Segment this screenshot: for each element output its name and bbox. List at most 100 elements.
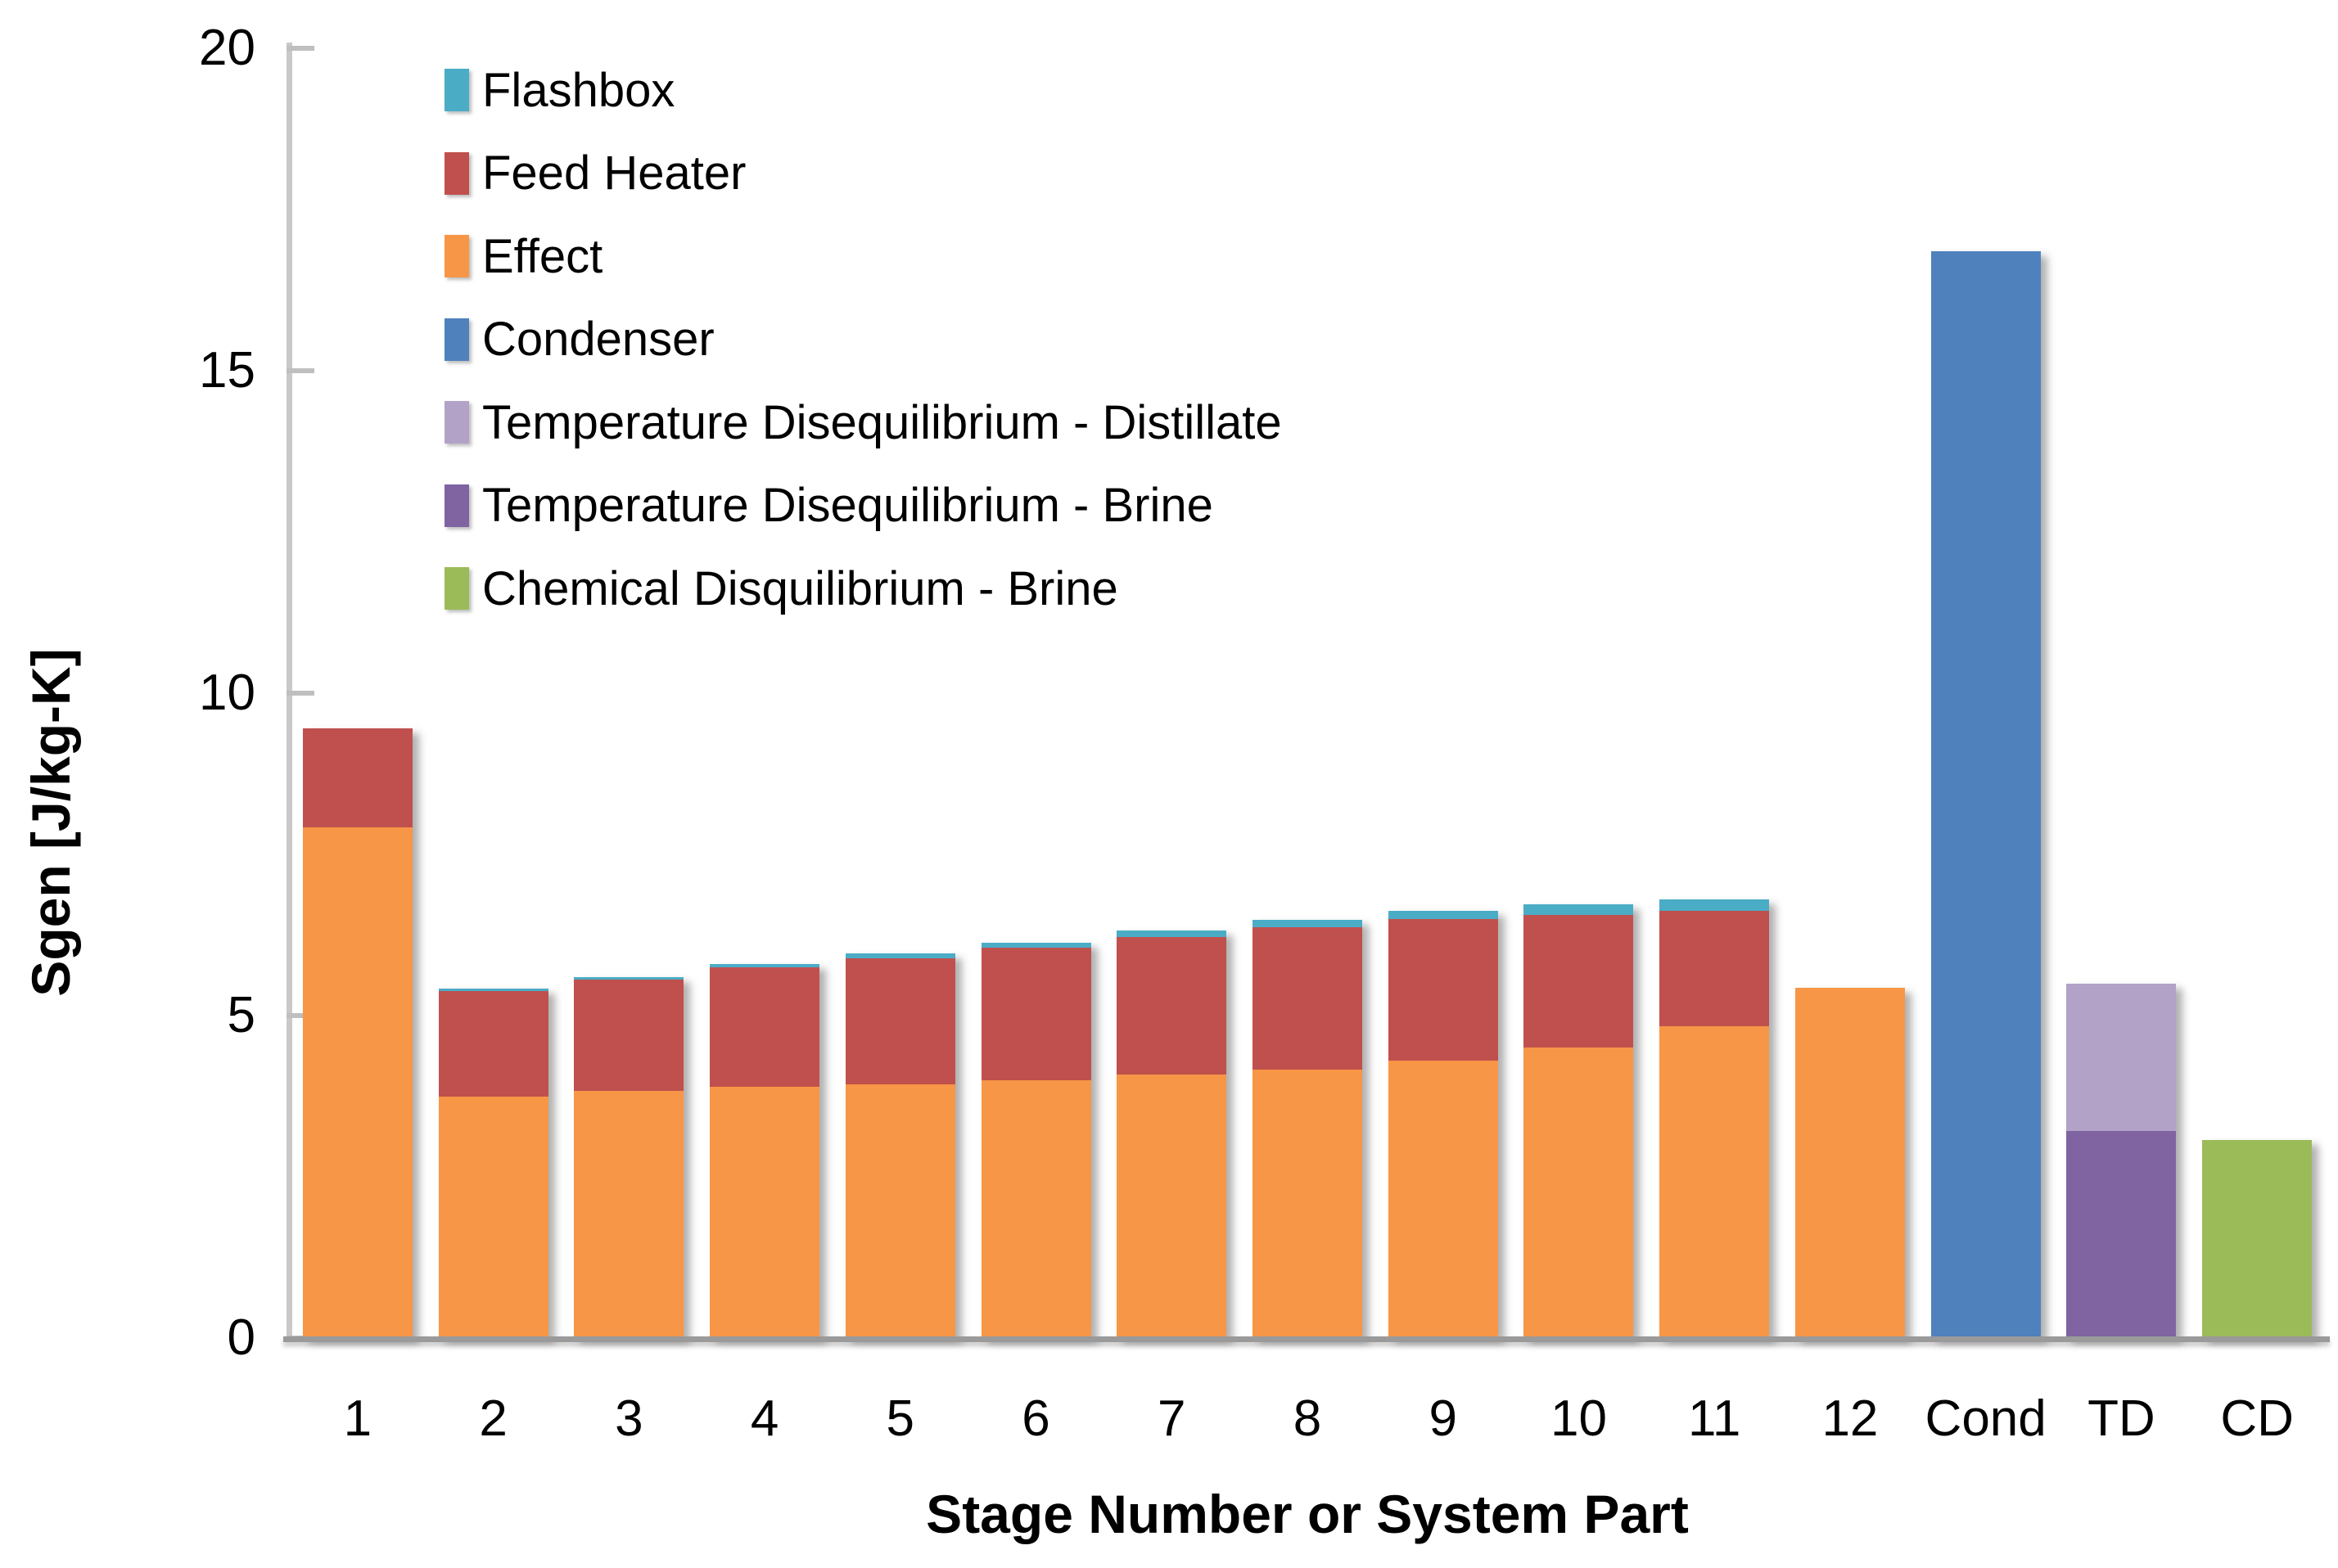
bar-segment-feed-heater [981, 948, 1091, 1080]
legend-item: Condenser [445, 313, 715, 366]
x-tick-label-TD: TD [2088, 1390, 2155, 1447]
legend-item: Temperature Disequilibrium - Distillate [445, 395, 1282, 449]
legend-label: Effect [482, 229, 603, 283]
legend-label: Temperature Disequilibrium - Brine [482, 479, 1213, 532]
legend-label: Chemical Disquilibrium - Brine [482, 561, 1118, 615]
bar-Cond [1930, 251, 2041, 1338]
y-tick-label: 10 [199, 665, 255, 721]
bar-segment-flashbox [1659, 899, 1770, 912]
x-tick-label-6: 6 [1022, 1390, 1050, 1447]
bar-segment-feed-heater [438, 991, 548, 1097]
bar-12 [1794, 988, 1905, 1338]
legend-item: Feed Heater [445, 146, 747, 200]
legend-swatch-icon [445, 484, 469, 527]
legend-swatch-icon [445, 235, 469, 277]
bar-segment-effect [981, 1079, 1091, 1338]
bar-segment-flashbox [1117, 930, 1227, 937]
x-tick-label-Cond: Cond [1925, 1390, 2047, 1447]
bar-9 [1388, 910, 1498, 1338]
legend-item: Effect [445, 229, 603, 283]
bar-7 [1117, 930, 1227, 1338]
legend-item: Chemical Disquilibrium - Brine [445, 562, 1118, 615]
bar-segment-chemical-disquilibrium-brine [2202, 1140, 2313, 1338]
bar-10 [1523, 903, 1634, 1338]
y-axis-title: Sgen [J/kg-K] [20, 648, 81, 997]
legend-item: Flashbox [445, 63, 675, 117]
bar-segment-feed-heater [1252, 927, 1362, 1070]
bar-TD [2066, 984, 2177, 1338]
legend-swatch-icon [445, 567, 469, 610]
legend-swatch-icon [445, 318, 469, 361]
y-tick-mark [287, 368, 314, 373]
bar-segment-feed-heater [1659, 911, 1770, 1027]
x-tick-label-7: 7 [1158, 1390, 1186, 1447]
bar-4 [710, 963, 820, 1338]
legend-swatch-icon [445, 401, 469, 444]
bar-segment-flashbox [438, 988, 548, 992]
bar-segment-flashbox [981, 942, 1091, 948]
x-tick-label-3: 3 [615, 1390, 643, 1447]
x-tick-label-8: 8 [1293, 1390, 1322, 1447]
bar-segment-flashbox [1388, 910, 1498, 919]
bar-segment-feed-heater [574, 979, 684, 1092]
bar-segment-temperature-disequilibrium-distillate [2066, 984, 2177, 1132]
legend-item: Temperature Disequilibrium - Brine [445, 479, 1213, 532]
legend-label: Feed Heater [482, 146, 747, 200]
bar-segment-effect [845, 1084, 955, 1338]
x-tick-label-CD: CD [2220, 1390, 2294, 1447]
bar-segment-effect [1794, 988, 1905, 1338]
bar-segment-flashbox [1252, 920, 1362, 928]
x-tick-label-11: 11 [1688, 1390, 1741, 1447]
legend-label: Condenser [482, 313, 715, 366]
y-tick-label: 0 [227, 1309, 255, 1366]
bar-5 [845, 953, 955, 1338]
x-tick-label-2: 2 [479, 1390, 508, 1447]
x-tick-label-1: 1 [343, 1390, 372, 1447]
x-tick-label-4: 4 [750, 1390, 779, 1447]
bar-segment-effect [1523, 1048, 1634, 1338]
bar-segment-effect [1659, 1026, 1770, 1338]
bar-11 [1659, 899, 1770, 1338]
y-tick-label: 5 [227, 987, 255, 1043]
bar-segment-effect [1388, 1061, 1498, 1338]
bar-1 [302, 728, 413, 1338]
y-tick-mark [287, 46, 314, 51]
bar-segment-effect [574, 1091, 684, 1338]
x-tick-label-5: 5 [886, 1390, 915, 1447]
y-tick-mark [287, 691, 314, 696]
bar-6 [981, 942, 1091, 1338]
x-tick-label-12: 12 [1821, 1390, 1879, 1447]
bar-CD [2202, 1140, 2313, 1338]
bar-3 [574, 976, 684, 1338]
bar-segment-feed-heater [845, 957, 955, 1085]
bar-segment-effect [438, 1097, 548, 1338]
x-axis-line [283, 1336, 2330, 1342]
bar-segment-feed-heater [1117, 936, 1227, 1075]
bar-segment-effect [1117, 1074, 1227, 1338]
bar-segment-flashbox [710, 963, 820, 967]
bar-segment-effect [710, 1086, 820, 1338]
bar-segment-effect [1252, 1070, 1362, 1338]
y-tick-mark [287, 1013, 314, 1018]
x-axis-title: Stage Number or System Part [926, 1484, 1689, 1544]
legend-swatch-icon [445, 69, 469, 111]
bar-segment-feed-heater [302, 728, 413, 827]
legend-label: Temperature Disequilibrium - Distillate [482, 395, 1282, 449]
y-tick-label: 20 [199, 20, 255, 76]
bar-segment-temperature-disequilibrium-brine [2066, 1131, 2177, 1338]
bar-segment-feed-heater [1523, 915, 1634, 1048]
bar-2 [438, 988, 548, 1338]
legend-swatch-icon [445, 151, 469, 195]
bar-8 [1252, 920, 1362, 1338]
bar-segment-feed-heater [710, 966, 820, 1087]
bar-segment-effect [302, 827, 413, 1338]
legend-label: Flashbox [482, 63, 675, 117]
bar-segment-flashbox [845, 953, 955, 958]
bar-segment-feed-heater [1388, 918, 1498, 1061]
x-tick-label-10: 10 [1550, 1390, 1607, 1447]
bar-segment-condenser [1930, 251, 2041, 1338]
bar-segment-flashbox [574, 976, 684, 980]
x-tick-label-9: 9 [1429, 1390, 1457, 1447]
plot-area [290, 48, 2325, 1338]
